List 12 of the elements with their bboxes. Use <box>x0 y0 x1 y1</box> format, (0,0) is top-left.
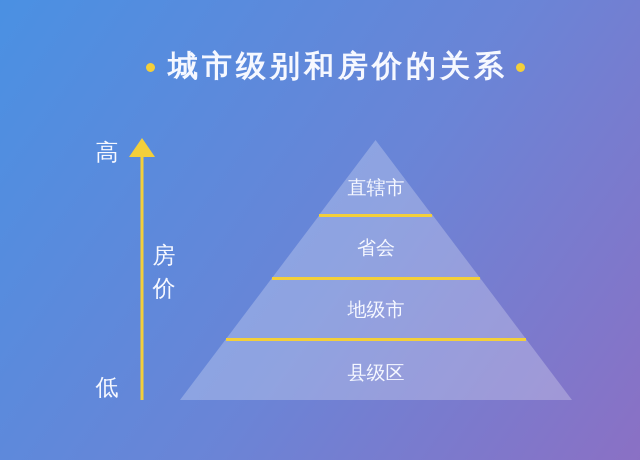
tier-label: 直辖市 <box>347 178 404 198</box>
tier-label: 省会 <box>356 238 395 258</box>
pyramid-tier <box>180 339 572 400</box>
axis-label: 低 <box>96 376 118 400</box>
tier-label: 地级市 <box>347 300 404 320</box>
pyramid-tier <box>226 278 526 339</box>
tier-label: 县级区 <box>348 364 404 382</box>
axis-label: 高 <box>96 142 118 164</box>
pyramid-tier <box>319 140 433 215</box>
title: 城市级别和房价的关系 <box>168 52 508 82</box>
axis-label: 房价 <box>152 242 176 304</box>
pyramid-tier <box>272 215 480 278</box>
